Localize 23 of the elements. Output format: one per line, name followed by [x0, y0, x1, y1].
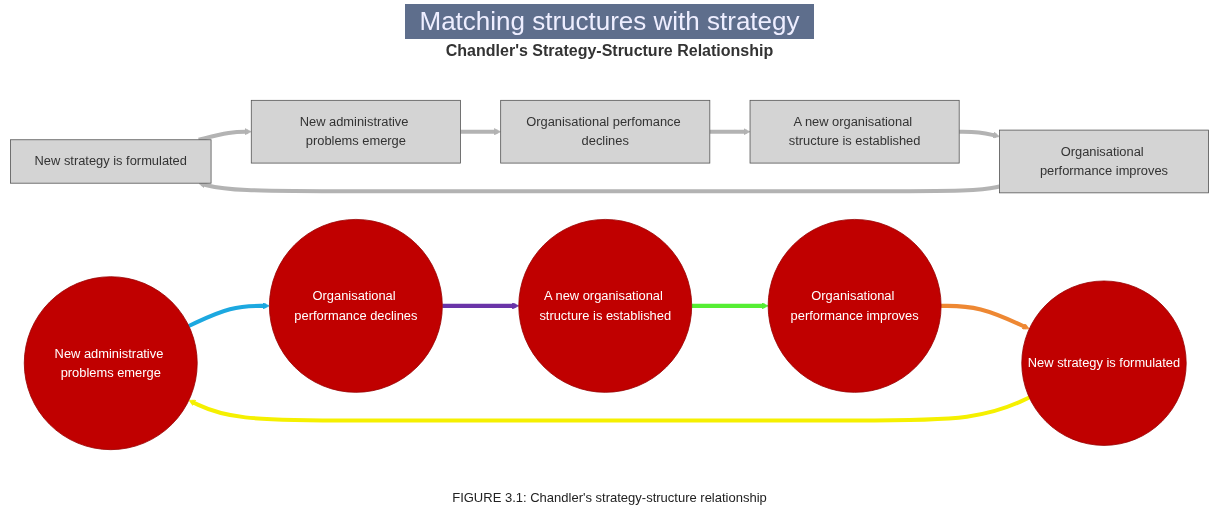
- arrow: [941, 303, 1030, 330]
- diagram-heading: Chandler's Strategy-Structure Relationship: [445, 42, 774, 59]
- arrow: [198, 181, 1000, 194]
- node-circle: New strategy is formulated: [1021, 280, 1187, 446]
- node-box: New administrative problems emerge: [250, 99, 461, 164]
- slide-title: Matching structures with strategy: [405, 4, 814, 39]
- node-box: New strategy is formulated: [10, 139, 212, 184]
- figure-caption: FIGURE 3.1: Chandler's strategy-structure relationship: [452, 490, 767, 505]
- node-circle: Organisational performance declines: [269, 219, 443, 393]
- node-box: Organisational perfomance declines: [500, 99, 711, 164]
- node-circle: Organisational performance improves: [767, 219, 942, 393]
- node-box: Organisational performance improves: [999, 129, 1209, 194]
- arrow: [187, 302, 270, 328]
- arrow: [691, 302, 769, 310]
- arrow: [442, 302, 520, 310]
- node-circle: A new organisational structure is established: [518, 219, 693, 393]
- arrow: [709, 128, 751, 136]
- arrow: [959, 129, 1000, 139]
- node-circle: New administrative problems emerge: [23, 276, 198, 451]
- arrow: [460, 128, 501, 136]
- arrow: [198, 128, 252, 142]
- arrow: [188, 395, 1031, 423]
- node-box: A new organisational structure is established: [749, 99, 960, 164]
